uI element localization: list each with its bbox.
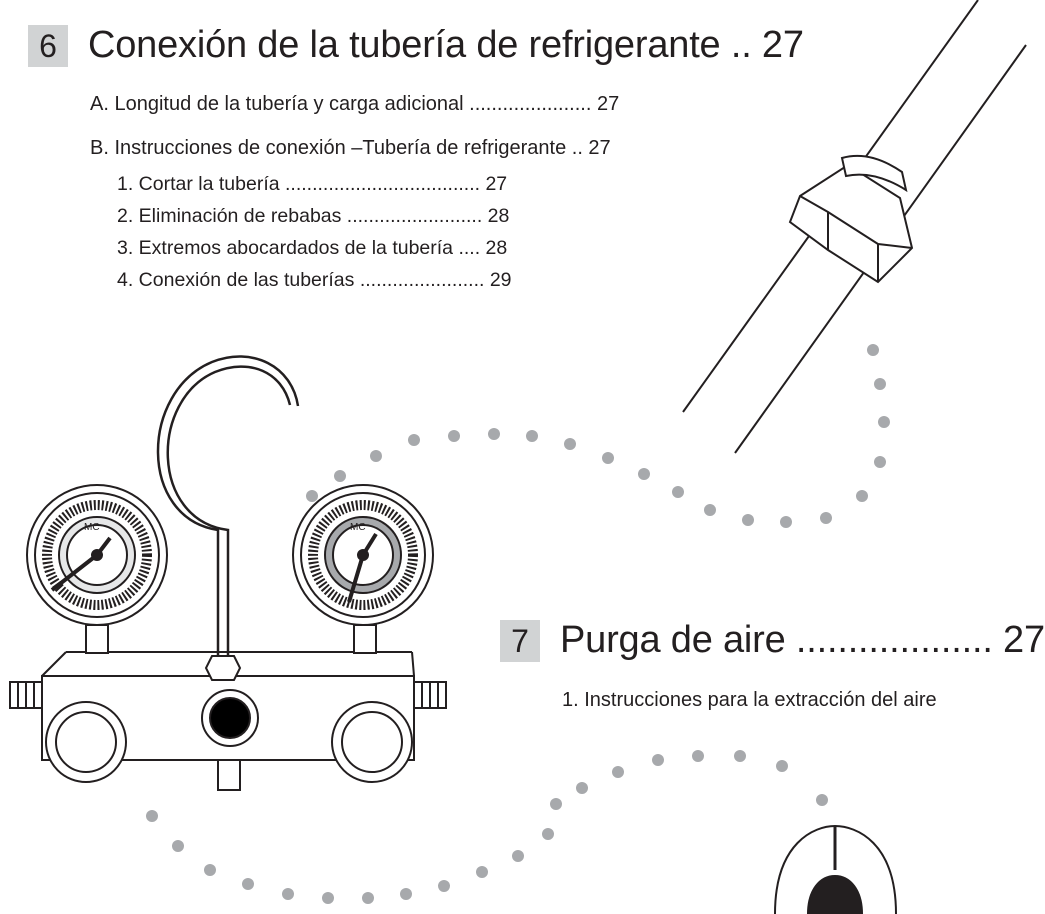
section-6-number: 6 <box>28 25 68 67</box>
dotted-trail-upper <box>306 344 890 528</box>
section-6-title[interactable]: Conexión de la tubería de refrigerante .… <box>88 24 804 66</box>
toc-subentry-4[interactable]: 4. Conexión de las tuberías ............… <box>117 269 512 291</box>
gauge-left-label: MC <box>84 522 100 533</box>
toc-subentry-2[interactable]: 2. Eliminación de rebabas ..............… <box>117 205 510 227</box>
section-7-number: 7 <box>500 620 540 662</box>
refrigerant-pipe-icon <box>682 0 1027 454</box>
vacuum-pump-icon <box>774 824 897 914</box>
toc-subentry-1[interactable]: 1. Cortar la tubería ...................… <box>117 173 508 195</box>
toc-entry-7-1[interactable]: 1. Instrucciones para la extracción del … <box>562 689 937 711</box>
gauge-manifold-icon <box>9 355 447 791</box>
toc-entry-b[interactable]: B. Instrucciones de conexión –Tubería de… <box>90 137 611 159</box>
dotted-trail-lower <box>146 750 828 904</box>
section-7-title[interactable]: Purga de aire ................... 27 <box>560 619 1045 661</box>
toc-entry-a[interactable]: A. Longitud de la tubería y carga adicio… <box>90 93 620 115</box>
gauge-right-label: MC <box>350 522 366 533</box>
toc-subentry-3[interactable]: 3. Extremos abocardados de la tubería ..… <box>117 237 508 259</box>
